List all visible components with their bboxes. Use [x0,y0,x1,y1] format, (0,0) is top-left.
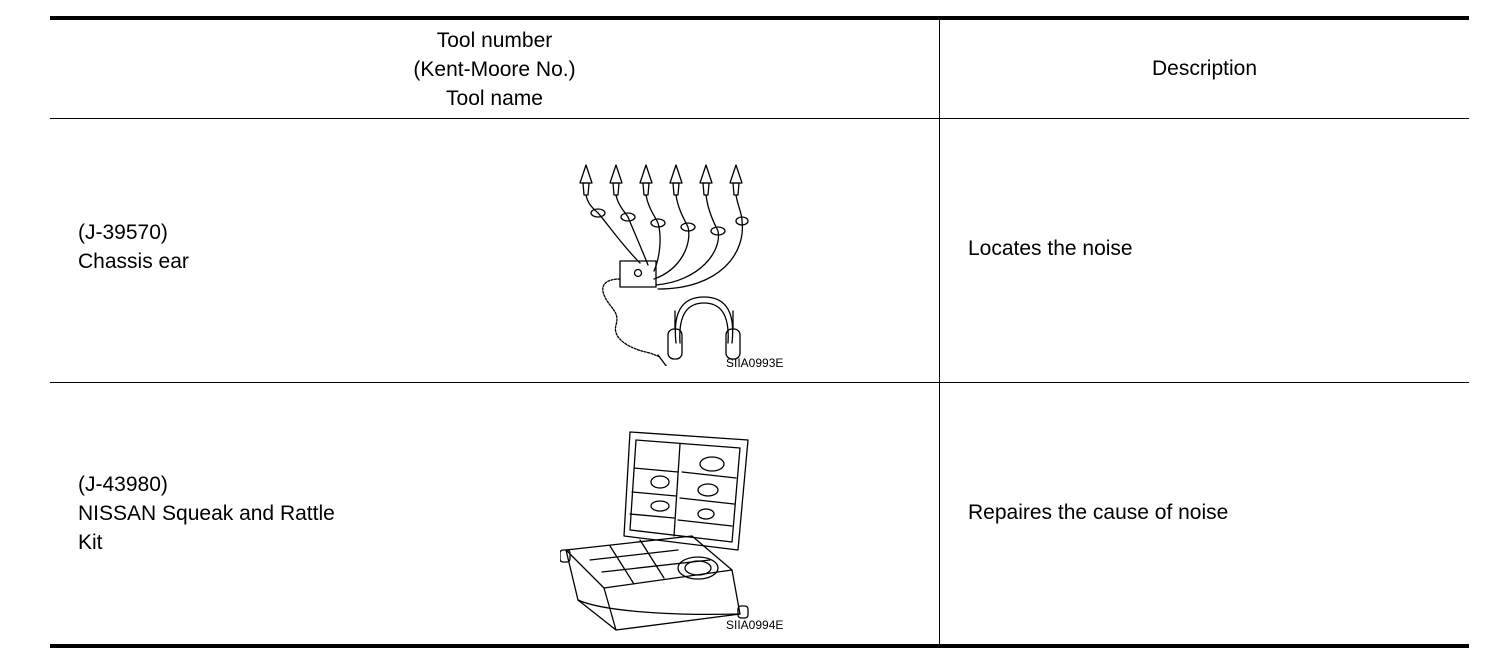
row-divider [50,382,1469,383]
header-kent-moore: (Kent-Moore No.) [413,57,576,81]
headphones [667,296,741,360]
row-1-tool-name: Chassis ear [78,250,189,273]
header-tool-cell: Tool number (Kent-Moore No.) Tool name [50,20,939,118]
control-box [619,260,657,288]
table-top-rule [50,16,1469,20]
row-2-figure-code: SIIA0994E [726,618,784,632]
header-divider [50,118,1469,119]
open-kit-case-icon [560,431,749,631]
header-tool-name: Tool name [446,86,543,110]
row-1-figure-code: SIIA0993E [726,356,784,370]
tool-table: Tool number (Kent-Moore No.) Tool name D… [50,16,1469,650]
wire-coils [590,208,749,236]
header-description-cell: Description [940,20,1469,118]
column-divider [939,20,940,644]
row-2-tool-name-line-2: Kit [78,531,103,554]
table-bottom-rule [50,644,1469,648]
row-1-tool-number: (J-39570) [78,221,168,244]
row-2-description: Repaires the cause of noise [968,501,1229,524]
row-2-tool-name-line-1: NISSAN Squeak and Rattle [78,502,335,525]
row-1-tool-cell: (J-39570) Chassis ear [78,218,189,276]
alligator-clips [579,164,743,196]
row-2-tool-cell: (J-43980) NISSAN Squeak and Rattle Kit [78,470,335,557]
row-1-description: Locates the noise [968,237,1133,260]
chassis-ear-headphones-clips-icon [579,164,749,366]
kit-case-body [560,535,749,631]
header-description: Description [1151,57,1258,80]
header-tool-number: Tool number [436,28,553,52]
kit-case-lid [623,431,749,551]
row-2-tool-number: (J-43980) [78,473,168,496]
